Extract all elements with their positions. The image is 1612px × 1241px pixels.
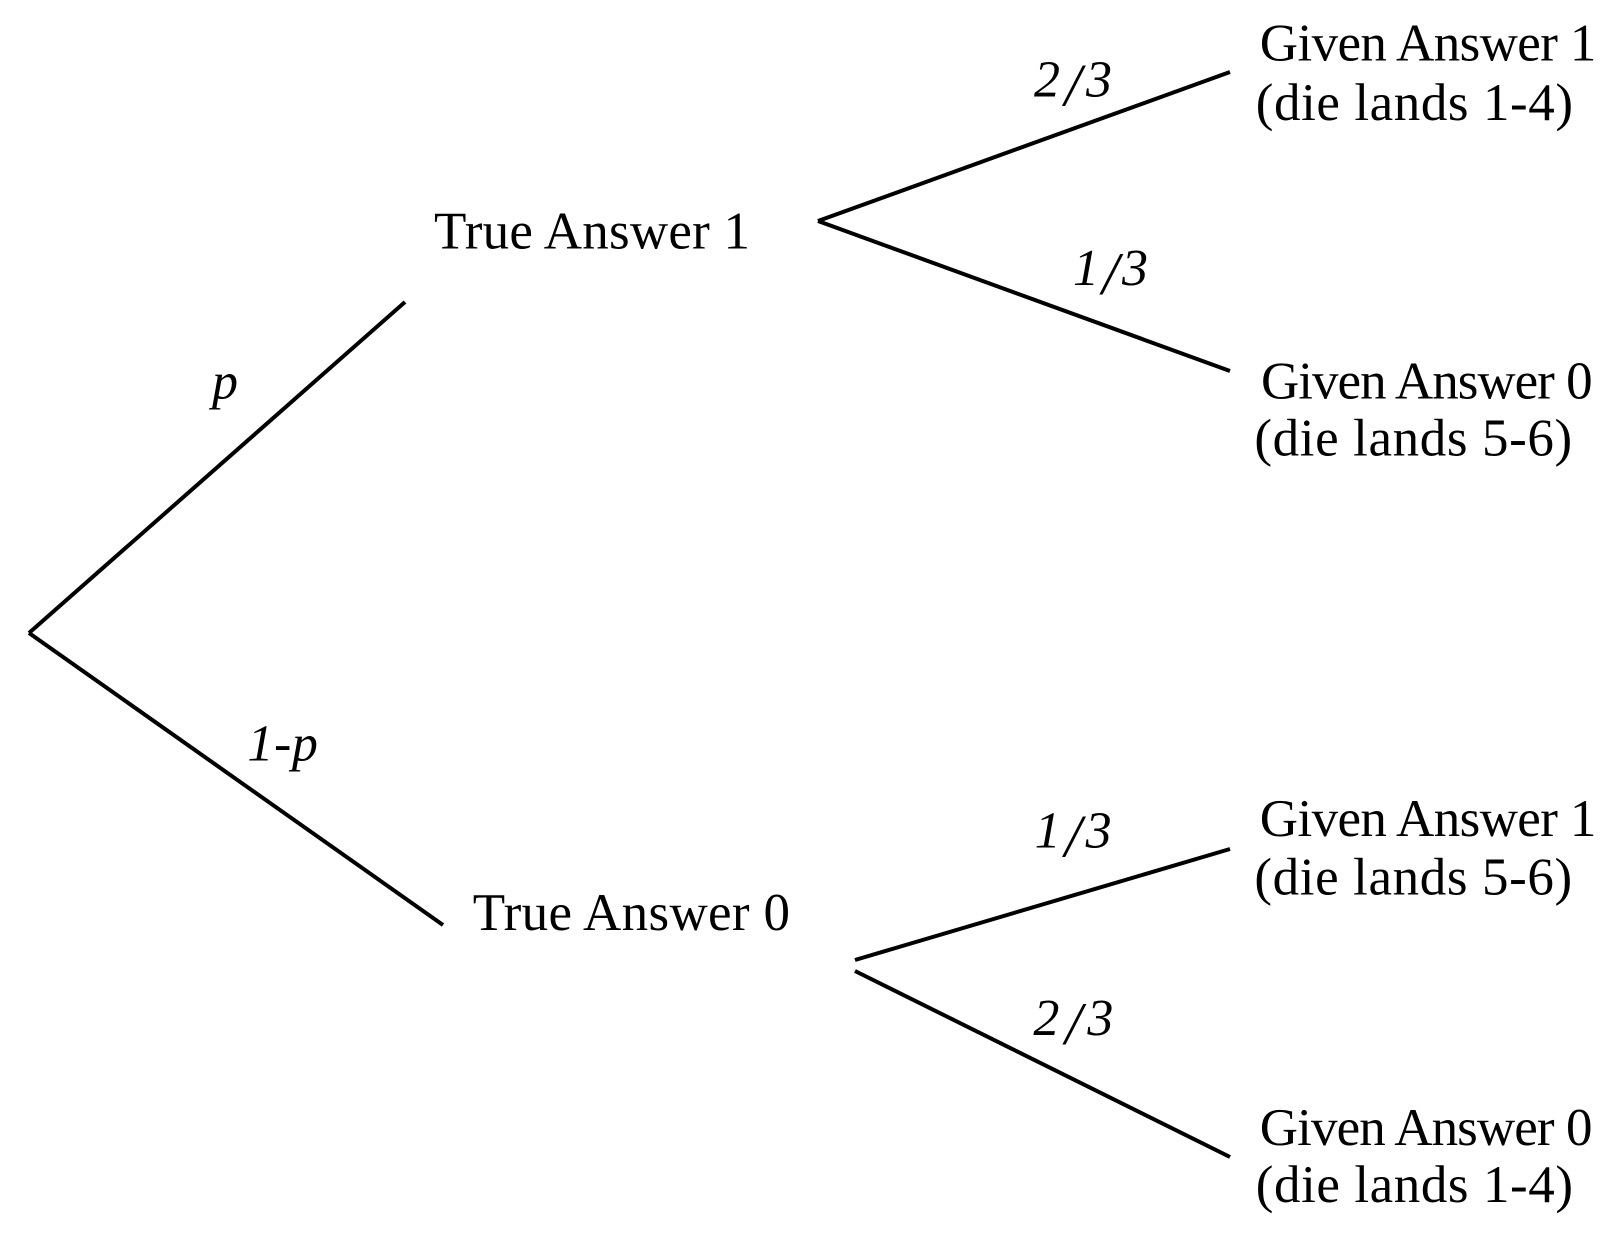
svg-text:(die lands 1-4): (die lands 1-4) (1256, 74, 1573, 132)
svg-text:True Answer 1: True Answer 1 (434, 203, 750, 261)
svg-text:p: p (208, 354, 238, 411)
svg-text:2/3: 2/3 (1034, 52, 1112, 119)
svg-text:Given Answer 0: Given Answer 0 (1261, 352, 1593, 410)
svg-text:True Answer 0: True Answer 0 (473, 884, 790, 942)
svg-text:Given Answer 1: Given Answer 1 (1260, 15, 1597, 73)
svg-text:1/3: 1/3 (1073, 240, 1148, 307)
svg-text:Given Answer 1: Given Answer 1 (1260, 790, 1597, 848)
svg-text:1/3: 1/3 (1035, 802, 1112, 869)
svg-text:1-p: 1-p (247, 716, 318, 773)
svg-text:(die lands 5-6): (die lands 5-6) (1254, 410, 1572, 468)
svg-text:(die lands 5-6): (die lands 5-6) (1254, 849, 1572, 907)
svg-text:(die lands 1-4): (die lands 1-4) (1256, 1156, 1573, 1214)
svg-text:2/3: 2/3 (1033, 990, 1113, 1057)
svg-text:Given Answer 0: Given Answer 0 (1260, 1099, 1593, 1157)
